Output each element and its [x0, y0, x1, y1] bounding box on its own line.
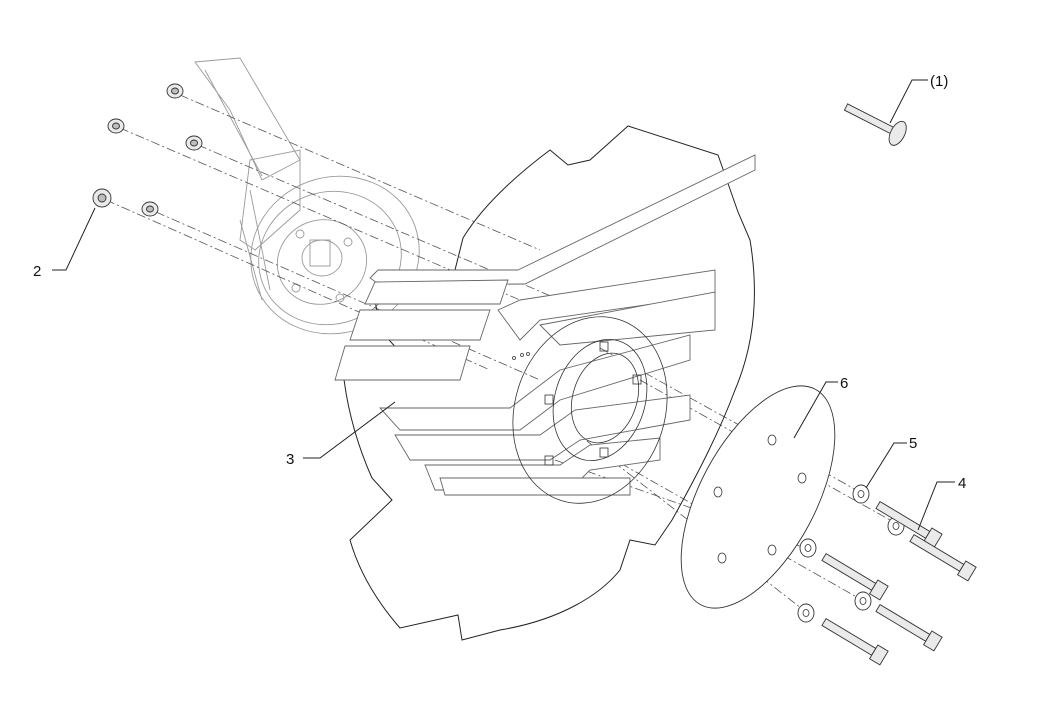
hex-bolt — [821, 552, 889, 601]
washer — [797, 603, 815, 623]
nut — [92, 188, 112, 208]
callout-label-1: (1) — [930, 73, 948, 90]
nut — [166, 83, 184, 99]
nut-set — [92, 83, 203, 217]
hex-bolt-set — [821, 500, 977, 666]
callout-c5: 5 — [865, 435, 917, 489]
callout-label-2: 2 — [33, 263, 41, 280]
callout-label-4: 4 — [958, 475, 966, 492]
hex-bolt — [875, 603, 943, 652]
hub-assembly-ghost — [194, 57, 420, 335]
nut — [141, 201, 159, 217]
callout-c4: 4 — [917, 475, 966, 531]
callout-label-3: 3 — [286, 451, 294, 468]
callout-label-6: 6 — [840, 375, 848, 392]
nut — [107, 118, 125, 134]
flange-plate — [680, 385, 836, 609]
nut — [185, 135, 203, 151]
callout-c2: 2 — [33, 207, 96, 280]
callout-label-5: 5 — [909, 435, 917, 452]
washer — [854, 591, 872, 611]
disc-blade — [334, 125, 756, 641]
washer — [799, 538, 817, 558]
hex-bolt — [821, 617, 889, 666]
hex-bolt — [875, 500, 943, 549]
callout-c6: 6 — [793, 375, 848, 439]
callout-c3: 3 — [286, 401, 396, 468]
washer-set — [797, 484, 905, 623]
callout-c1: (1) — [889, 73, 948, 124]
washer — [852, 484, 870, 504]
carriage-bolt — [843, 103, 907, 146]
hex-bolt — [909, 533, 977, 582]
